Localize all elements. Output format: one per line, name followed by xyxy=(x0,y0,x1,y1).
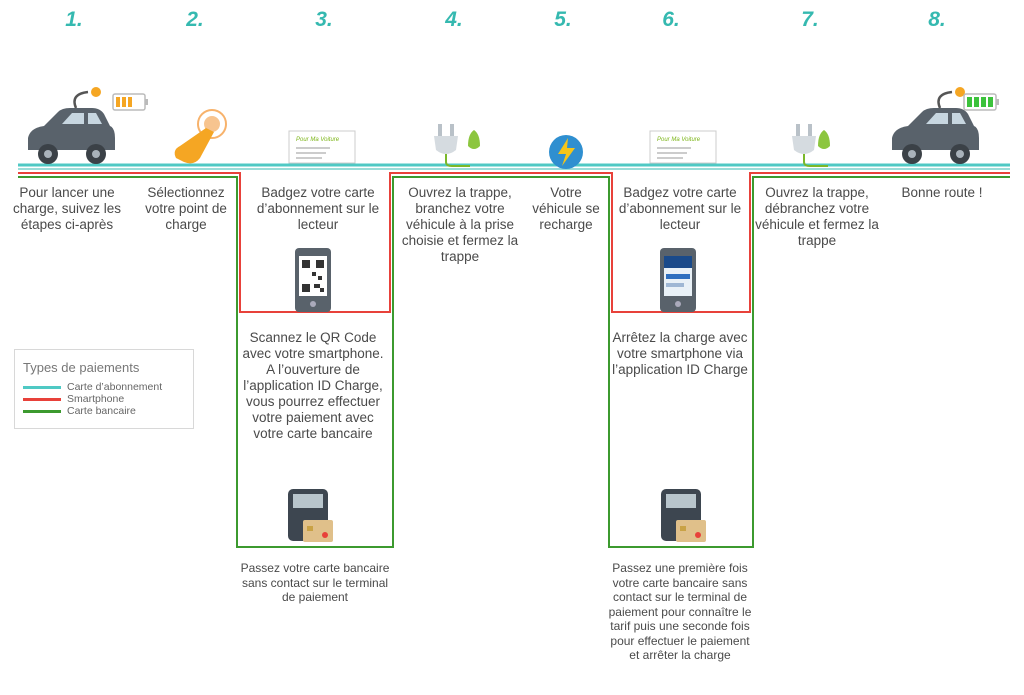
step-number-2: 2. xyxy=(186,8,204,31)
plug-leaf-icon xyxy=(792,124,830,167)
step-5-text: Votre véhicule se recharge xyxy=(532,185,600,232)
subscription-card-icon: Pour Ma Voiture xyxy=(649,130,717,164)
plug-leaf-icon xyxy=(434,124,480,167)
step-number-3: 3. xyxy=(315,8,333,31)
payment-terminal-icon xyxy=(288,489,333,542)
car-icon xyxy=(28,87,115,164)
legend-label: Carte d’abonnement xyxy=(67,381,163,393)
step-number-6: 6. xyxy=(662,8,680,31)
subscription-card-icon: Pour Ma Voiture xyxy=(288,130,356,164)
step-6-smartphone-text: Arrêtez la charge avec votre smartphone … xyxy=(612,330,748,377)
legend-title: Types de paiements xyxy=(23,360,140,375)
hand-touch-icon xyxy=(174,109,227,164)
step-8-text: Bonne route ! xyxy=(901,185,983,200)
legend-swatch xyxy=(23,398,61,401)
legend-item-subscription: Carte d’abonnement xyxy=(23,381,193,393)
card-brand-text: Pour Ma Voiture xyxy=(657,137,701,143)
battery-low-icon xyxy=(112,93,148,111)
battery-full-icon xyxy=(963,93,999,111)
step-number-7: 7. xyxy=(801,8,819,31)
smartphone-app-icon xyxy=(660,248,696,312)
step-number-4: 4. xyxy=(445,8,463,31)
card-brand-text: Pour Ma Voiture xyxy=(296,137,340,143)
step-7-text: Ouvrez la trappe, débranchez votre véhic… xyxy=(755,185,879,248)
car-icon xyxy=(892,87,979,164)
payment-terminal-icon xyxy=(661,489,706,542)
legend-label: Carte bancaire xyxy=(67,405,136,417)
step-4-text: Ouvrez la trappe, branchez votre véhicul… xyxy=(401,185,519,264)
track-lines xyxy=(18,163,1010,548)
step-number-5: 5. xyxy=(554,8,572,31)
step-2-text: Sélectionnez votre point de charge xyxy=(145,185,227,232)
step-number-1: 1. xyxy=(65,8,83,31)
legend-swatch xyxy=(23,386,61,389)
step-6-card-text: Passez une première fois votre carte ban… xyxy=(608,561,752,662)
step-6-text: Badgez votre carte d’abonnement sur le l… xyxy=(618,185,742,232)
legend-item-bank-card: Carte bancaire xyxy=(23,405,193,417)
legend-swatch xyxy=(23,410,61,413)
legend-item-smartphone: Smartphone xyxy=(23,393,193,405)
step-3-card-text: Passez votre carte bancaire sans contact… xyxy=(240,561,390,604)
smartphone-qr-icon xyxy=(295,248,331,312)
step-number-8: 8. xyxy=(928,8,946,31)
step-3-text: Badgez votre carte d’abonnement sur le l… xyxy=(256,185,380,232)
legend-label: Smartphone xyxy=(67,393,125,405)
step-3-smartphone-text: Scannez le QR Code avec votre smartphone… xyxy=(242,330,384,441)
lightning-icon xyxy=(549,135,583,169)
step-1-text: Pour lancer une charge, suivez les étape… xyxy=(12,185,122,232)
payment-types-legend: Types de paiements Carte d’abonnement Sm… xyxy=(14,349,194,429)
